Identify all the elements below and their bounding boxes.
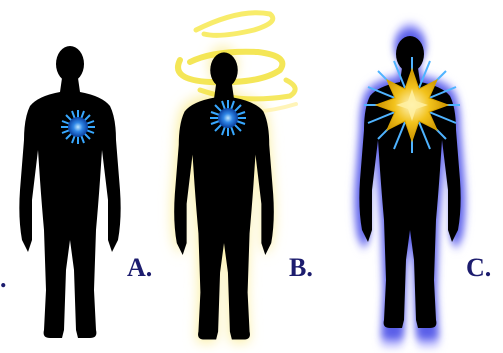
stray-period: . [0, 266, 7, 292]
figure-b [171, 13, 296, 343]
figure-a-label: A. [127, 255, 152, 281]
heart-burst-a-icon [61, 110, 95, 144]
silhouette-b [174, 52, 274, 339]
figure-b-label: B. [289, 255, 313, 281]
figure-a [19, 46, 120, 338]
heart-burst-b-icon [210, 100, 246, 136]
silhouette-a [19, 46, 120, 338]
figure-c-label: C. [466, 255, 491, 281]
gold-star-burst-icon [364, 57, 460, 153]
figure-c [353, 22, 466, 348]
